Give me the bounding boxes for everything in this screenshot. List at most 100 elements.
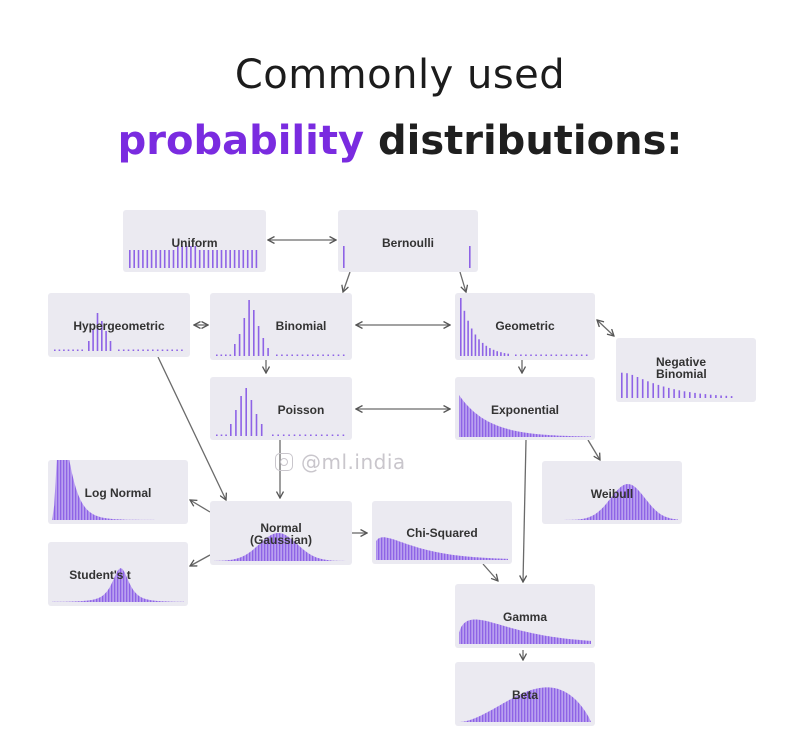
- viz-bar: [485, 345, 488, 356]
- viz-bar: [155, 250, 157, 268]
- viz-bar: [730, 396, 733, 398]
- viz-dot: [81, 349, 83, 351]
- viz-curve: [459, 619, 591, 644]
- node-negative-binomial: Negative Binomial: [616, 338, 756, 402]
- viz-dot: [72, 349, 74, 351]
- label-beta: Beta: [511, 688, 538, 702]
- viz-dot: [565, 354, 568, 356]
- node-beta: Beta: [455, 662, 595, 726]
- viz-bar: [159, 250, 162, 268]
- viz-dot: [220, 354, 223, 356]
- distribution-shape: [343, 246, 471, 268]
- viz-dot: [530, 354, 532, 356]
- label-negative-binomial-1: Negative: [656, 355, 707, 369]
- viz-bar: [248, 300, 250, 356]
- viz-dot: [525, 354, 527, 356]
- viz-dot: [54, 349, 56, 351]
- viz-dot: [320, 434, 323, 436]
- distribution-shape: [216, 300, 345, 356]
- viz-bar: [109, 341, 112, 351]
- viz-dot: [515, 354, 517, 356]
- node-geometric: Geometric: [455, 293, 595, 360]
- viz-bar: [230, 424, 232, 436]
- viz-dot: [142, 349, 144, 351]
- watermark: @ml.india: [275, 450, 406, 474]
- title-line-2: probability distributions:: [0, 118, 800, 164]
- viz-dot: [555, 354, 558, 356]
- viz-bar: [689, 392, 691, 398]
- viz-bar: [260, 424, 263, 436]
- label-normal-1: Normal: [260, 521, 302, 535]
- viz-dot: [570, 354, 573, 356]
- viz-dot: [535, 354, 537, 356]
- edge-exponential-gamma: [523, 439, 526, 582]
- viz-bar: [673, 389, 675, 398]
- viz-dot: [560, 354, 563, 356]
- viz-dot: [276, 354, 278, 356]
- label-chi-squared: Chi-Squared: [406, 526, 478, 540]
- viz-dot: [282, 434, 285, 436]
- viz-dot: [132, 349, 135, 351]
- viz-bar: [242, 250, 245, 268]
- viz-bar: [257, 326, 260, 356]
- viz-bar: [233, 250, 236, 268]
- viz-dot: [580, 354, 583, 356]
- viz-dot: [520, 354, 522, 356]
- viz-bar: [245, 388, 247, 436]
- viz-dot: [63, 349, 65, 351]
- node-chi-squared: Chi-Squared: [372, 501, 512, 564]
- distribution-shape: [129, 246, 258, 268]
- viz-bar: [234, 344, 236, 356]
- viz-bar: [636, 377, 639, 398]
- viz-dot: [291, 354, 293, 356]
- instagram-icon: [275, 453, 293, 471]
- viz-dot: [181, 349, 183, 351]
- viz-bar: [194, 246, 197, 268]
- viz-bar: [246, 250, 249, 268]
- viz-dot: [286, 354, 288, 356]
- node-hypergeometric: Hypergeometric: [48, 293, 190, 357]
- viz-bar: [129, 250, 131, 268]
- viz-dot: [299, 434, 301, 436]
- viz-bar: [631, 374, 634, 398]
- viz-dot: [281, 354, 283, 356]
- viz-bar: [150, 250, 153, 268]
- viz-bar: [220, 250, 223, 268]
- viz-dot: [76, 349, 79, 351]
- label-poisson: Poisson: [277, 403, 325, 417]
- viz-bar: [225, 250, 227, 268]
- viz-dot: [585, 354, 588, 356]
- viz-bar: [657, 384, 660, 398]
- viz-dot: [337, 434, 339, 436]
- viz-bar: [662, 386, 665, 398]
- node-students-t: Student's t: [48, 542, 188, 606]
- viz-dot: [332, 354, 335, 356]
- viz-bar: [181, 246, 183, 268]
- viz-dot: [322, 354, 324, 356]
- viz-dot: [337, 354, 340, 356]
- viz-bar: [652, 383, 654, 398]
- label-log-normal: Log Normal: [84, 486, 152, 500]
- viz-dot: [288, 434, 290, 436]
- viz-bar: [243, 318, 246, 356]
- distribution-shape: [621, 372, 733, 398]
- viz-bar: [88, 341, 90, 351]
- title-rest: distributions:: [364, 118, 683, 164]
- viz-bar: [500, 352, 502, 356]
- viz-dot: [225, 434, 227, 436]
- viz-dot: [310, 434, 312, 436]
- viz-dot: [220, 434, 223, 436]
- viz-curve: [376, 537, 508, 560]
- viz-bar: [668, 387, 670, 398]
- viz-dot: [229, 354, 232, 356]
- distribution-shape: [546, 484, 678, 520]
- viz-dot: [342, 434, 345, 436]
- viz-curve: [52, 460, 184, 520]
- viz-dot: [317, 354, 319, 356]
- viz-dot: [326, 434, 328, 436]
- viz-dot: [161, 349, 164, 351]
- viz-bar: [101, 321, 103, 351]
- label-hypergeometric: Hypergeometric: [73, 319, 165, 333]
- viz-bar: [496, 351, 498, 356]
- watermark-text: @ml.india: [301, 450, 406, 474]
